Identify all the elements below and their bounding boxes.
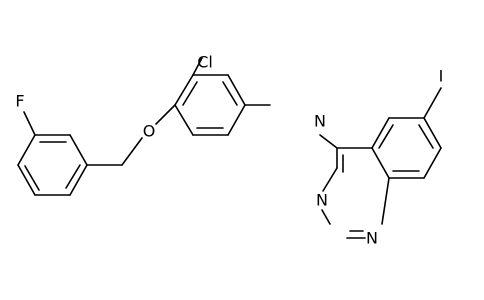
bond [227,74,246,106]
bond [371,147,390,179]
bond [381,177,390,225]
bond [423,117,442,149]
bond [371,117,390,149]
ring-nitrogen-1-label: N [366,229,378,248]
oxygen-atom-label: O [143,122,156,141]
bond-c-i [423,87,442,119]
double-bond-inner [418,124,434,149]
bond [69,134,88,166]
chlorophenylene-ring [174,74,246,136]
fluorophenyl-ring [17,134,88,196]
bond-c-f [23,111,36,136]
double-bond-inner [24,165,40,191]
double-bond-inner [222,81,238,106]
pyrimidine-ring [321,147,390,239]
bond [423,147,442,179]
bond [69,164,88,196]
fluorine-atom-label: F [15,92,24,111]
bond [227,104,246,136]
bond-ch2-o [121,137,143,166]
double-bond-inner [65,164,81,189]
bond [174,74,194,106]
double-bond-inner [378,124,394,149]
bond [174,104,194,136]
benzo-ring [371,117,442,179]
amine-nitrogen-label: N [314,112,326,131]
bond-c-cl [192,57,203,76]
double-bond-inner [182,81,198,106]
chlorine-atom-label: Cl [197,53,213,72]
bond [17,134,36,166]
bond [17,164,36,196]
bond-nh-quinazoline [319,134,338,149]
bond [322,167,338,192]
ring-nitrogen-3-label: N [316,191,328,210]
bond [321,209,331,225]
iodine-atom-label: I [439,67,444,86]
bond-o-ring [155,104,176,125]
